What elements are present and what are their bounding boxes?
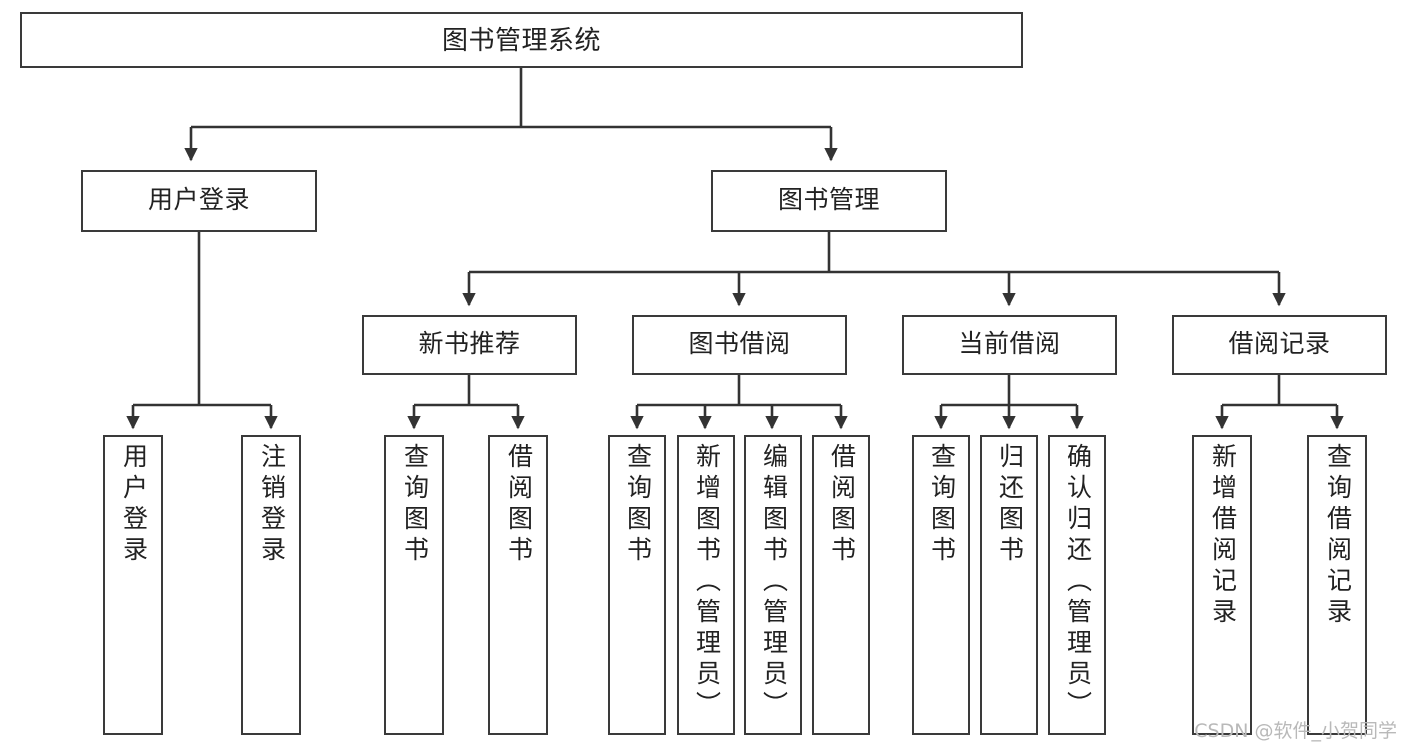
- node-label: 图书管理系统: [441, 24, 601, 55]
- node-root-book-management-system[interactable]: 图书管理系统: [20, 12, 1023, 68]
- node-book-borrow[interactable]: 图书借阅: [632, 315, 847, 375]
- node-label: 查询借阅记录: [1323, 443, 1352, 629]
- leaf-borrow-record-query[interactable]: 查询借阅记录: [1307, 435, 1367, 735]
- leaf-borrow-record-add[interactable]: 新增借阅记录: [1192, 435, 1252, 735]
- node-label: 用户登录: [119, 443, 148, 567]
- node-new-book-recommend[interactable]: 新书推荐: [362, 315, 577, 375]
- leaf-user-login-logout[interactable]: 注销登录: [241, 435, 301, 735]
- leaf-new-book-query[interactable]: 查询图书: [384, 435, 444, 735]
- leaf-book-borrow-add[interactable]: 新增图书（管理员）: [677, 435, 735, 735]
- leaf-new-book-borrow[interactable]: 借阅图书: [488, 435, 548, 735]
- leaf-current-borrow-return[interactable]: 归还图书: [980, 435, 1038, 735]
- node-user-login[interactable]: 用户登录: [81, 170, 317, 232]
- node-label: 查询图书: [400, 443, 429, 567]
- node-label: 新书推荐: [418, 330, 521, 359]
- node-label: 借阅图书: [827, 443, 856, 567]
- node-label: 新增借阅记录: [1208, 443, 1237, 629]
- node-label: 查询图书: [927, 443, 956, 567]
- leaf-book-borrow-query[interactable]: 查询图书: [608, 435, 666, 735]
- node-label: 当前借阅: [958, 330, 1061, 359]
- leaf-current-borrow-query[interactable]: 查询图书: [912, 435, 970, 735]
- node-label: 图书借阅: [688, 330, 791, 359]
- node-label: 图书管理: [777, 186, 880, 215]
- node-label: 借阅记录: [1228, 330, 1331, 359]
- node-label: 编辑图书（管理员）: [759, 443, 788, 722]
- node-borrow-record[interactable]: 借阅记录: [1172, 315, 1387, 375]
- node-label: 注销登录: [257, 443, 286, 567]
- node-label: 借阅图书: [504, 443, 533, 567]
- node-label: 用户登录: [147, 186, 250, 215]
- leaf-current-borrow-confirm-return[interactable]: 确认归还（管理员）: [1048, 435, 1106, 735]
- leaf-book-borrow-borrow[interactable]: 借阅图书: [812, 435, 870, 735]
- node-label: 查询图书: [623, 443, 652, 567]
- leaf-book-borrow-edit[interactable]: 编辑图书（管理员）: [744, 435, 802, 735]
- node-book-management[interactable]: 图书管理: [711, 170, 947, 232]
- node-label: 归还图书: [995, 443, 1024, 567]
- csdn-watermark: CSDN @软件_小贺同学: [1194, 720, 1397, 742]
- node-current-borrow[interactable]: 当前借阅: [902, 315, 1117, 375]
- leaf-user-login-login[interactable]: 用户登录: [103, 435, 163, 735]
- node-label: 确认归还（管理员）: [1063, 443, 1092, 722]
- node-label: 新增图书（管理员）: [692, 443, 721, 722]
